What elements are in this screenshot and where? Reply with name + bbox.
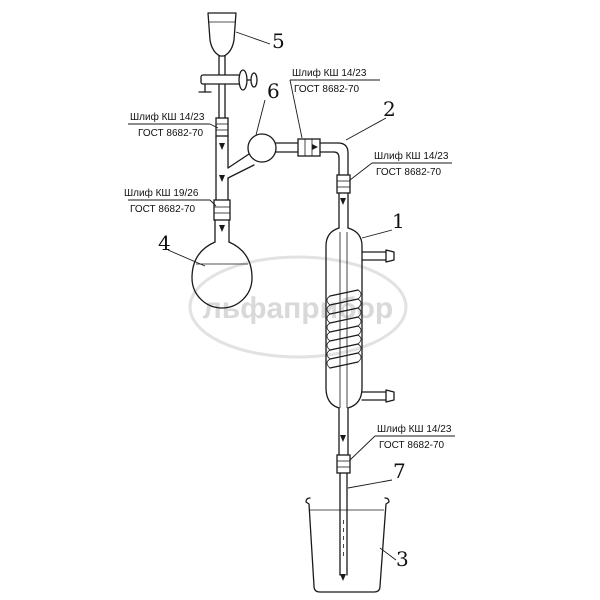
round-flask — [191, 219, 253, 309]
joint-spec-line1: Шлиф КШ 14/23 — [374, 150, 449, 162]
part-label-4: 4 — [158, 231, 171, 255]
part-label-3: 3 — [396, 547, 409, 571]
joint-spec-line1: Шлиф КШ 14/23 — [130, 111, 205, 123]
splash-bulb — [247, 133, 299, 163]
watermark: льфаприбор — [188, 255, 408, 359]
condenser-bottom-joint — [336, 454, 351, 474]
watermark-text: льфаприбор — [203, 292, 394, 325]
joint-spec-line1: Шлиф КШ 14/23 — [292, 67, 367, 79]
coil-condenser — [325, 227, 395, 456]
condenser-top-joint — [336, 174, 351, 229]
part-label-1: 1 — [392, 209, 405, 233]
part-label-2: 2 — [383, 97, 396, 121]
joint-spec-line1: Шлиф КШ 14/23 — [377, 423, 452, 435]
joint-spec-line2: ГОСТ 8682-70 — [379, 440, 445, 451]
adapter-body — [215, 135, 255, 201]
joint-spec-line2: ГОСТ 8682-70 — [130, 204, 196, 215]
leader-lines — [128, 31, 455, 561]
dropping-funnel — [198, 12, 258, 119]
part-label-5: 5 — [272, 29, 285, 53]
joint-spec-line2: ГОСТ 8682-70 — [294, 84, 360, 95]
bent-tube — [319, 142, 349, 176]
part-label-6: 6 — [267, 79, 280, 103]
joint-spec-line2: ГОСТ 8682-70 — [376, 167, 442, 178]
funnel-joint — [215, 117, 229, 150]
flask-joint — [213, 199, 231, 232]
beaker — [305, 497, 390, 593]
joint-spec-line1: Шлиф КШ 19/26 — [124, 187, 199, 199]
part-label-7: 7 — [393, 459, 406, 483]
receiver-adapter — [339, 472, 348, 581]
horizontal-joint — [297, 138, 321, 157]
joint-spec-line2: ГОСТ 8682-70 — [138, 128, 204, 139]
